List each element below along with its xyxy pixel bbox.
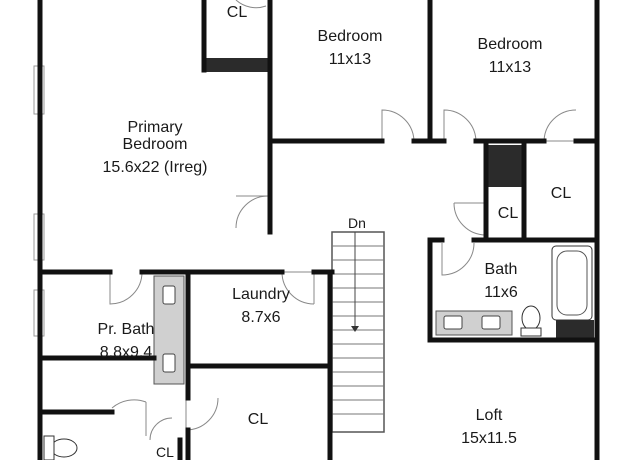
toilet-icon [50, 438, 78, 458]
room-size-primary: 15.6x22 (Irreg) [103, 159, 208, 176]
room-size-bath: 11x6 [484, 284, 518, 301]
room-size-pr-bath: 8.8x9.4 [100, 344, 153, 361]
room-name-bath: Bath [485, 261, 518, 278]
room-name-pr-bath: Pr. Bath [98, 321, 155, 338]
room-labels: CL Bedroom 11x13 Bedroom 11x13 Primary B… [98, 4, 572, 460]
room-size-bedroom-1: 11x13 [329, 51, 372, 68]
door-swing [381, 109, 415, 142]
toilet-tank-icon [43, 435, 55, 460]
stairs [331, 231, 385, 433]
chases [204, 58, 594, 340]
arrow-down-icon [351, 326, 359, 332]
door-swing [109, 271, 143, 305]
door-swing [235, 0, 267, 9]
room-label-cl-right: CL [551, 185, 572, 202]
chase [556, 320, 594, 340]
room-name-bedroom-2: Bedroom [478, 36, 543, 53]
door-swing [443, 109, 477, 142]
room-label-cl-top: CL [227, 4, 248, 21]
sink-icon [443, 315, 463, 330]
room-size-laundry: 8.7x6 [241, 309, 280, 326]
stairs-label: Dn [348, 215, 366, 231]
chase [204, 58, 270, 72]
door-swing [235, 195, 269, 229]
sink-icon [162, 353, 176, 373]
room-name-laundry: Laundry [232, 286, 290, 303]
walls [37, 0, 600, 460]
door-swing [185, 397, 219, 431]
room-size-loft: 15x11.5 [461, 430, 517, 447]
room-label-cl-mid: CL [498, 205, 519, 222]
room-name-primary-line2: Bedroom [123, 136, 188, 153]
toilet-tank-icon [520, 327, 542, 337]
room-label-cl-small: CL [156, 444, 174, 460]
chase [484, 145, 524, 187]
room-name-primary-line1: Primary [127, 119, 182, 136]
door-swing [149, 417, 173, 441]
door-swing [111, 399, 147, 436]
fixtures [43, 245, 593, 460]
door-swing [453, 202, 487, 236]
door-swing [441, 242, 475, 276]
sink-icon [162, 285, 176, 305]
toilet-icon [521, 305, 541, 331]
bathtub-inner-icon [556, 250, 588, 316]
sink-icon [481, 315, 501, 330]
room-name-bedroom-1: Bedroom [318, 28, 383, 45]
room-size-bedroom-2: 11x13 [489, 59, 532, 76]
room-label-cl-bottom: CL [248, 411, 269, 428]
room-name-loft: Loft [476, 407, 503, 424]
door-swing [543, 109, 577, 142]
